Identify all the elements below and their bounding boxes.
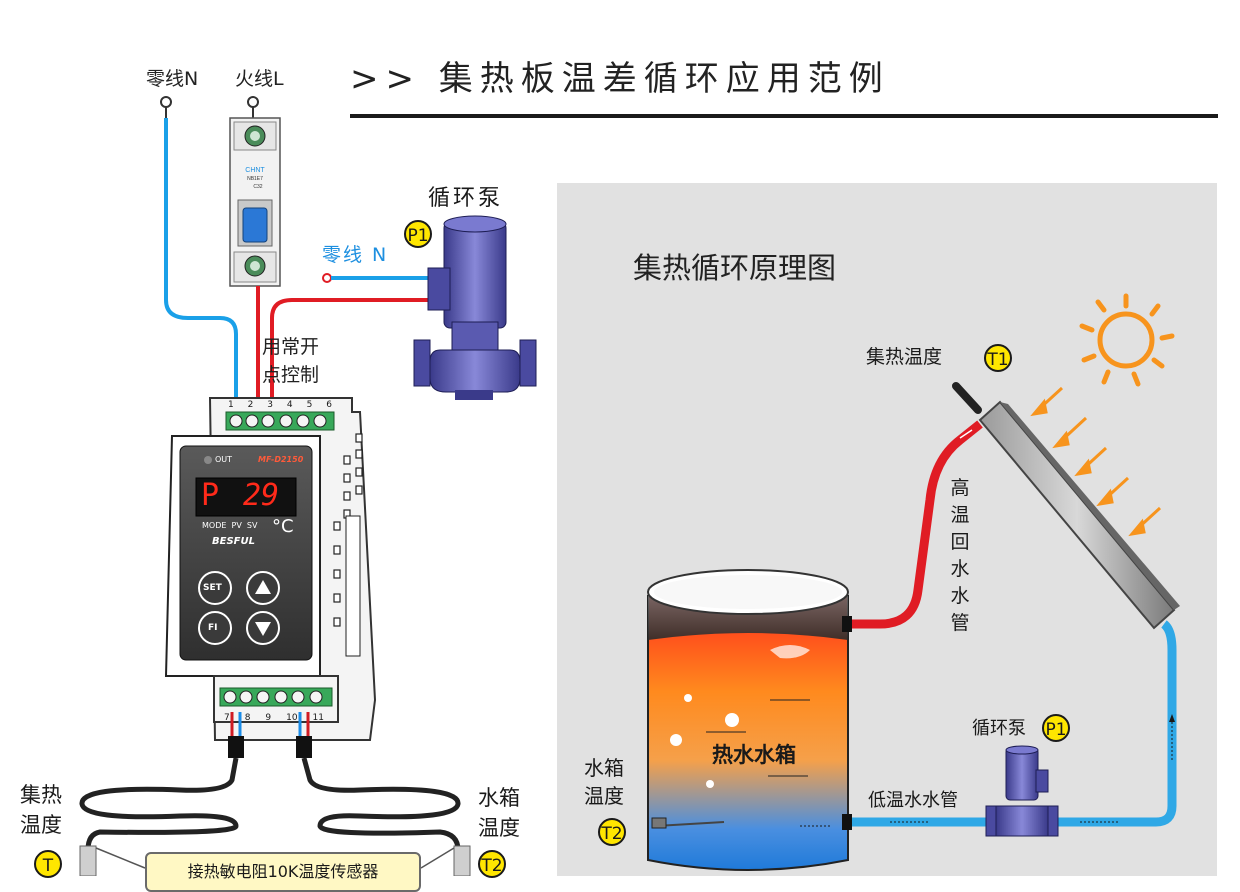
- bottom-terminal-numbers: 7 8 9 10 11: [224, 713, 324, 723]
- pipe-char-4: 水: [950, 558, 970, 580]
- top-terminal-numbers: 1 2 3 4 5 6: [228, 400, 332, 410]
- solar-collector: [978, 400, 1180, 630]
- controller-brand: BESFUL: [212, 536, 255, 547]
- cold-supply-pipe: [848, 620, 1177, 827]
- terminal-7: 7: [224, 713, 230, 723]
- controller-unit: °C: [272, 516, 294, 537]
- principle-title: 集热循环原理图: [633, 251, 837, 285]
- terminal-1: 1: [228, 400, 234, 410]
- breaker-rating: C32: [253, 184, 262, 190]
- terminal-5: 5: [306, 400, 313, 410]
- pipe-char-2: 温: [950, 504, 970, 526]
- down-button[interactable]: [252, 617, 274, 639]
- pipe-char-3: 回: [950, 531, 970, 553]
- contact-note-line2: 点控制: [262, 364, 320, 386]
- neutral-wire: [164, 118, 238, 418]
- controller-out-label: OUT: [215, 455, 233, 464]
- neutral-blue-label: 零线 N: [322, 244, 389, 266]
- principle-tank-temp-2: 温度: [584, 784, 624, 808]
- pipe-char-5: 水: [950, 585, 970, 607]
- live-top-label: 火线L: [235, 68, 284, 90]
- terminal-3: 3: [267, 400, 274, 410]
- collector-sensor-label-2: 温度: [20, 813, 62, 837]
- terminal-6: 6: [326, 400, 332, 410]
- low-temp-pipe-label: 低温水水管: [868, 790, 958, 811]
- tank-label: 热水水箱: [712, 743, 796, 767]
- pipe-char-6: 管: [950, 612, 970, 634]
- pump-title: 循环泵: [428, 186, 504, 211]
- terminal-9: 9: [265, 713, 272, 723]
- tank-sensor-label-1: 水箱: [478, 786, 520, 810]
- page-title: >> 集热板温差循环应用范例: [350, 59, 890, 99]
- sensor-cables: [79, 712, 471, 876]
- collector-sensor-probe: [952, 382, 982, 414]
- fi-button[interactable]: FI: [208, 623, 218, 633]
- breaker-model: NB1E7: [247, 176, 263, 182]
- circulation-pump-right: [985, 745, 1059, 837]
- terminal-2: 2: [247, 400, 254, 410]
- controller-mode-labels: MODE PV SV: [202, 521, 258, 530]
- principle-tank-temp-1: 水箱: [584, 756, 624, 780]
- circuit-breaker: CHNT NB1E7 C32: [229, 117, 281, 287]
- sun-icon: [1079, 293, 1175, 387]
- circulation-pump-left: [413, 215, 537, 400]
- terminal-11: 11: [312, 713, 324, 723]
- pump-live-wire: [270, 298, 430, 418]
- terminal-8: 8: [244, 713, 251, 723]
- neutral-top-label: 零线N: [146, 68, 199, 90]
- terminal-4: 4: [286, 400, 293, 410]
- principle-p1-badge: P1: [1042, 714, 1070, 742]
- collector-sensor-badge: T: [34, 850, 62, 878]
- neutral-terminal-dot: [160, 96, 172, 108]
- principle-t1-badge: T1: [984, 344, 1012, 372]
- tank-sensor-probe: [655, 821, 725, 827]
- title-underline: [350, 114, 1218, 118]
- set-button[interactable]: SET: [203, 583, 222, 593]
- contact-note-line1: 用常开: [262, 336, 320, 358]
- tank-sensor-label-2: 温度: [478, 816, 520, 840]
- up-button[interactable]: [252, 578, 274, 600]
- pipe-char-1: 高: [950, 477, 970, 499]
- live-terminal-dot: [247, 96, 259, 108]
- hot-water-tank: [647, 569, 852, 871]
- principle-collector-temp: 集热温度: [866, 346, 943, 368]
- collector-sensor-label-1: 集热: [20, 783, 62, 807]
- sunlight-arrows: [1030, 386, 1162, 537]
- controller-set-button-shape: [198, 571, 232, 605]
- hot-return-pipe-label: 高 温 回 水 水 管: [948, 475, 972, 637]
- tank-sensor-badge: T2: [478, 850, 506, 878]
- display-left: P: [201, 478, 220, 513]
- principle-pump-label: 循环泵: [972, 718, 1026, 739]
- sensor-note: 接热敏电阻10K温度传感器: [145, 852, 421, 892]
- display-right: 29: [243, 478, 280, 513]
- controller-model: MF-D2150: [258, 455, 304, 464]
- hot-return-pipe: [848, 420, 983, 629]
- breaker-brand: CHNT: [245, 167, 265, 174]
- terminal-10: 10: [286, 713, 298, 723]
- pump-badge-p1: P1: [404, 220, 432, 248]
- principle-t2-badge: T2: [598, 818, 626, 846]
- controller-unit: [164, 397, 377, 741]
